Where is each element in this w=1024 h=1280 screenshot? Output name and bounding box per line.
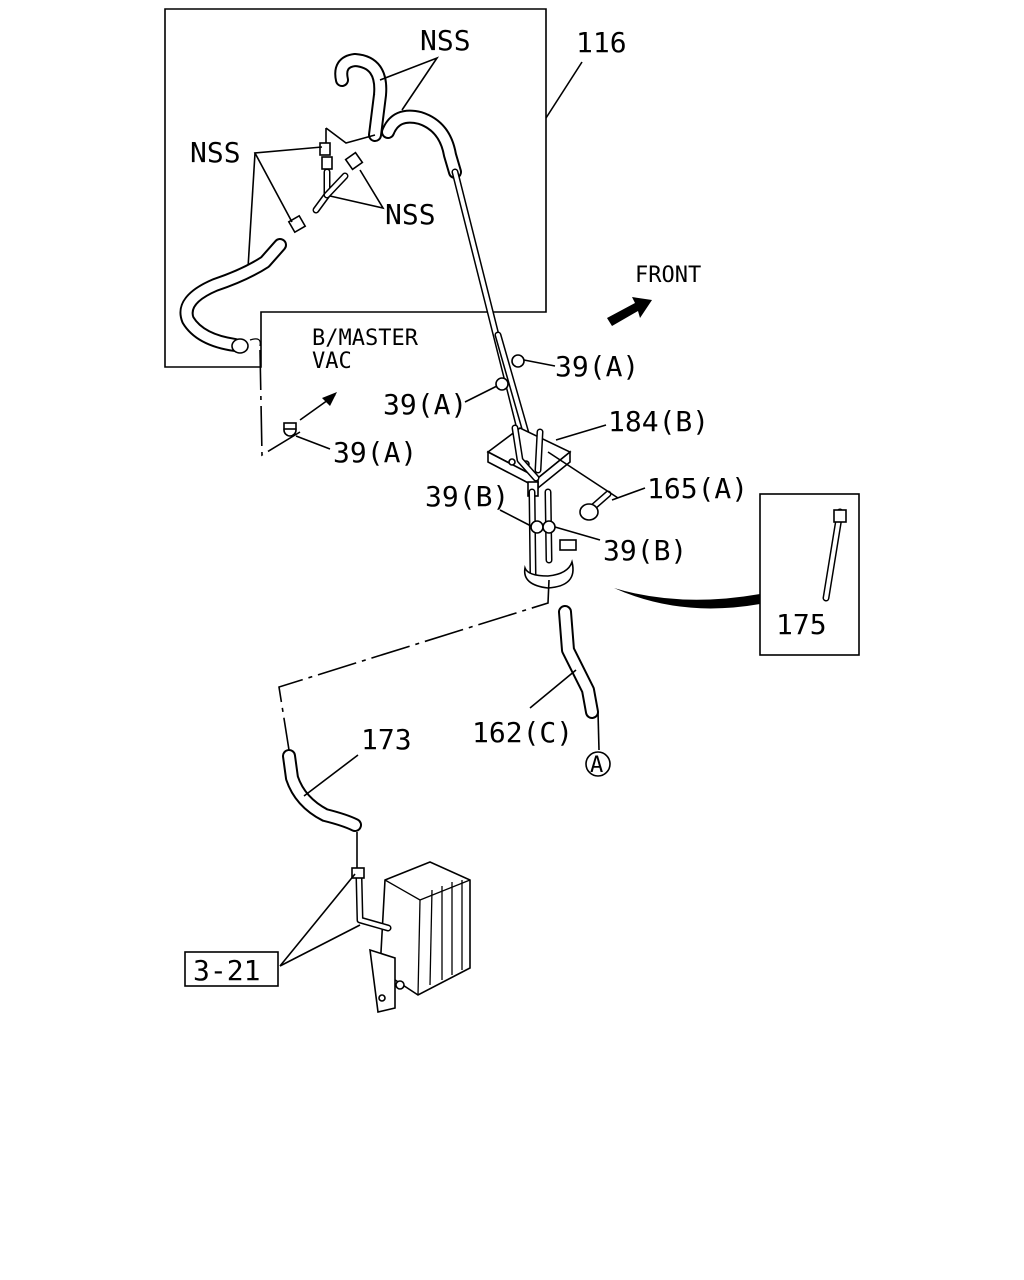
clip-39a-low-label: 39(A) (333, 436, 417, 469)
clip-39a-low: 39(A) (283, 422, 417, 469)
clip-39a-mid: 39(A) (383, 377, 509, 421)
lower-pipe-segment (528, 488, 553, 579)
assembly-leader (545, 61, 583, 119)
nss-top-callout: NSS (379, 24, 471, 111)
bolt-165a: 165(A) (547, 451, 748, 521)
nss-top-label: NSS (420, 24, 471, 57)
assembly-number-label: 116 (576, 26, 627, 59)
front-arrow-icon (607, 297, 652, 326)
clip-39b-left-label: 39(B) (425, 480, 509, 513)
nss-fittings (287, 142, 364, 234)
hose-162c-label: 162(C) (472, 716, 573, 749)
clip-39a-right-label: 39(A) (555, 350, 639, 383)
bracket-184b-label: 184(B) (608, 405, 709, 438)
hose-173-label: 173 (361, 723, 412, 756)
tie-175-inset: 175 (614, 493, 860, 656)
nss-mid-label: NSS (385, 198, 436, 231)
assembly-frame (164, 8, 547, 368)
main-vacuum-pipe (451, 168, 536, 474)
bracket-184b: 184(B) (486, 405, 709, 497)
tie-callout-arrow (614, 588, 760, 609)
canister (351, 861, 471, 1013)
nss-left-label: NSS (190, 136, 241, 169)
clip-39b-left: 39(B) (425, 480, 556, 534)
hose-clamp (523, 559, 574, 589)
clip-39b-right-label: 39(B) (603, 534, 687, 567)
tie-175-label: 175 (776, 608, 827, 641)
connector-a-label: A (590, 753, 603, 778)
connector-a-circle (585, 751, 611, 777)
clip-39b-right: 39(B) (554, 526, 687, 567)
bmaster-label-line2: VAC (312, 349, 352, 374)
routing-dashed-line-left (259, 349, 301, 457)
nss-mid-callout: NSS (329, 169, 436, 231)
clip-39a-mid-label: 39(A) (383, 388, 467, 421)
bmaster-label-line1: B/MASTER (312, 326, 419, 351)
clip-39a-right: 39(A) (511, 350, 639, 383)
nss-left-callout: NSS (190, 127, 376, 269)
direction-arrow-head (322, 392, 337, 406)
hose-173: 173 (282, 723, 412, 832)
canister-reference: 3-21 (184, 873, 361, 987)
canister-reference-label: 3-21 (193, 954, 260, 987)
routing-dashed-line-lower (278, 579, 550, 751)
left-vacuum-hose (179, 238, 287, 354)
upper-vacuum-hose (334, 53, 462, 179)
hose-162c: 162(C) A (472, 605, 611, 778)
front-label: FRONT (635, 263, 701, 288)
bolt-165a-label: 165(A) (647, 472, 748, 505)
